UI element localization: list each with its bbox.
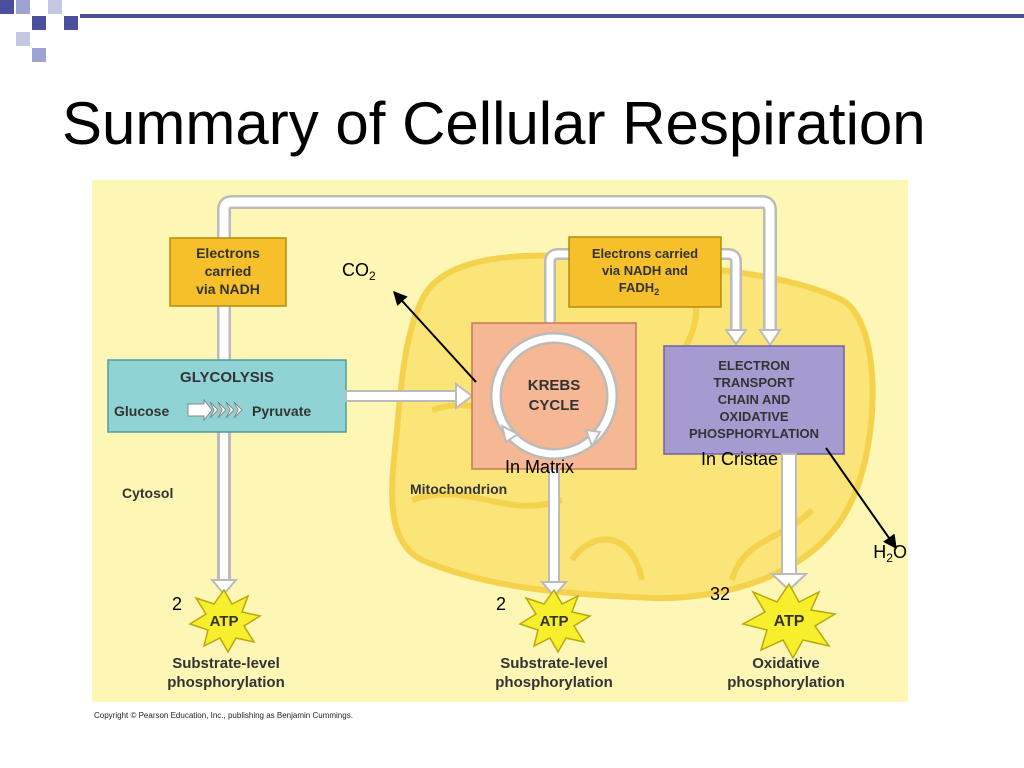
nadh-fadh-line: via NADH and <box>602 263 688 278</box>
fadh-subscript: 2 <box>654 287 659 297</box>
arrowhead <box>209 579 239 596</box>
h2o-label: H2O <box>873 542 907 565</box>
atp-count-krebs: 2 <box>496 594 506 614</box>
decor-square <box>32 48 46 62</box>
flow-arrow-krebs-atp <box>548 468 560 583</box>
glucose-label: Glucose <box>114 403 169 419</box>
nadh-box <box>169 237 287 307</box>
bottom-label-2-line1: Substrate-level <box>500 655 608 672</box>
fadh-text: FADH <box>619 280 654 295</box>
etc-box <box>663 345 845 455</box>
flow-arrow-pyruvate <box>345 390 457 402</box>
crista <box>411 491 563 509</box>
nadh-box-line: via NADH <box>196 281 260 297</box>
krebs-cycle-ring-fill <box>492 334 616 458</box>
nadh-fadh-line: Electrons carried <box>592 246 698 261</box>
decor-square <box>16 0 30 14</box>
flow-arrow-glycolysis-atp <box>218 429 230 581</box>
etc-line: OXIDATIVE <box>719 409 788 424</box>
atp-count-oxidative: 32 <box>710 584 730 604</box>
crista <box>569 536 645 581</box>
co2-label: CO2 <box>342 260 376 283</box>
co2-arrow <box>393 290 477 383</box>
arrowhead <box>758 329 782 347</box>
atp-star-glycolysis: ATP <box>188 588 262 654</box>
etc-line: CHAIN AND <box>718 392 790 407</box>
atp-star-krebs: ATP <box>518 588 592 654</box>
bottom-label-1-line1: Substrate-level <box>172 655 280 672</box>
cycle-arrowhead <box>584 428 602 449</box>
bottom-label-2-line2: phosphorylation <box>495 674 613 691</box>
svg-text:ATP: ATP <box>210 613 239 630</box>
crista <box>729 507 815 581</box>
co2-subscript: 2 <box>369 269 376 283</box>
mitochondrion-label: Mitochondrion <box>410 481 507 497</box>
decor-square <box>32 16 46 30</box>
nadh-box-line: Electrons <box>196 245 260 261</box>
slide-title: Summary of Cellular Respiration <box>62 90 926 157</box>
atp-star-oxidative: ATP <box>740 582 838 660</box>
bottom-label-1-line2: phosphorylation <box>167 674 285 691</box>
flow-arrow-etc-atp <box>781 453 797 575</box>
h2o-h: H <box>873 542 886 562</box>
arrowhead <box>724 329 748 346</box>
decor-line <box>80 14 1024 18</box>
arrowhead <box>769 573 809 592</box>
etc-line: TRANSPORT <box>714 375 795 390</box>
h2o-subscript: 2 <box>886 551 893 565</box>
decor-square <box>48 0 62 14</box>
krebs-label: CYCLE <box>529 397 580 414</box>
cycle-arrowhead <box>500 424 520 444</box>
pyruvate-label: Pyruvate <box>252 403 311 419</box>
in-matrix-label: In Matrix <box>505 457 574 477</box>
flow-arrow-top-fill <box>219 197 775 580</box>
nadh-box-line: carried <box>205 263 252 279</box>
bottom-label-3-line1: Oxidative <box>752 655 820 672</box>
decor-square <box>0 0 14 14</box>
bottom-label-3-line2: phosphorylation <box>727 674 845 691</box>
svg-text:ATP: ATP <box>774 613 805 630</box>
glycolysis-title: GLYCOLYSIS <box>180 369 274 386</box>
svg-text:ATP: ATP <box>540 613 569 630</box>
glycolysis-box <box>107 359 347 433</box>
h2o-arrow <box>825 447 897 550</box>
krebs-label: KREBS <box>528 377 581 394</box>
chevron-arrows-icon <box>187 398 243 422</box>
nadh-fadh-box <box>568 236 722 308</box>
co2-main: CO <box>342 260 369 280</box>
copyright-notice: Copyright © Pearson Education, Inc., pub… <box>94 711 353 720</box>
in-cristae-label: In Cristae <box>701 449 778 469</box>
decor-square <box>16 32 30 46</box>
respiration-diagram: Electrons carried via NADH Electrons car… <box>92 180 908 702</box>
decor-square <box>64 16 78 30</box>
cytosol-label: Cytosol <box>122 485 173 501</box>
atp-count-glycolysis: 2 <box>172 594 182 614</box>
etc-line: ELECTRON <box>718 358 790 373</box>
nadh-fadh-line: FADH2 <box>619 280 659 297</box>
h2o-o: O <box>893 542 907 562</box>
etc-line: PHOSPHORYLATION <box>689 426 819 441</box>
arrowhead <box>455 382 474 410</box>
